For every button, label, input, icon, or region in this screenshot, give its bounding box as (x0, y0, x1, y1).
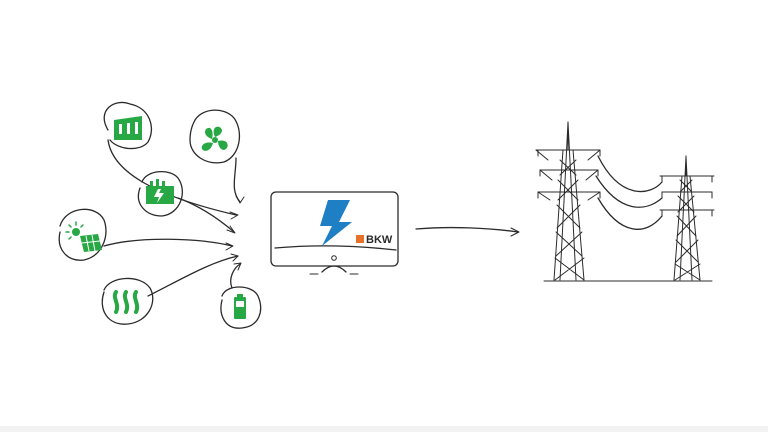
biomass-plant-icon (146, 179, 174, 204)
brand-name: BKW (366, 234, 393, 246)
lightning-bolt-icon (320, 200, 352, 246)
power-cables (595, 155, 663, 230)
solar-panel-icon (65, 221, 102, 252)
source-solar (58, 208, 234, 261)
hub-to-grid-arrow (415, 226, 520, 237)
source-heat (101, 253, 239, 325)
bottom-band (0, 426, 768, 432)
hydro-dam-icon (114, 116, 142, 140)
source-wind (189, 109, 245, 204)
small-pylon (659, 155, 715, 281)
large-pylon (535, 121, 601, 281)
source-battery (220, 262, 262, 329)
monitor-icon: BKW (270, 191, 399, 275)
battery-icon (234, 294, 246, 319)
source-hydro (103, 101, 239, 220)
wind-fan-icon (201, 126, 228, 151)
brand-logo: BKW (356, 234, 393, 246)
heat-waves-icon (112, 290, 140, 314)
source-biomass (137, 171, 236, 234)
power-pylons-icon (535, 121, 715, 282)
